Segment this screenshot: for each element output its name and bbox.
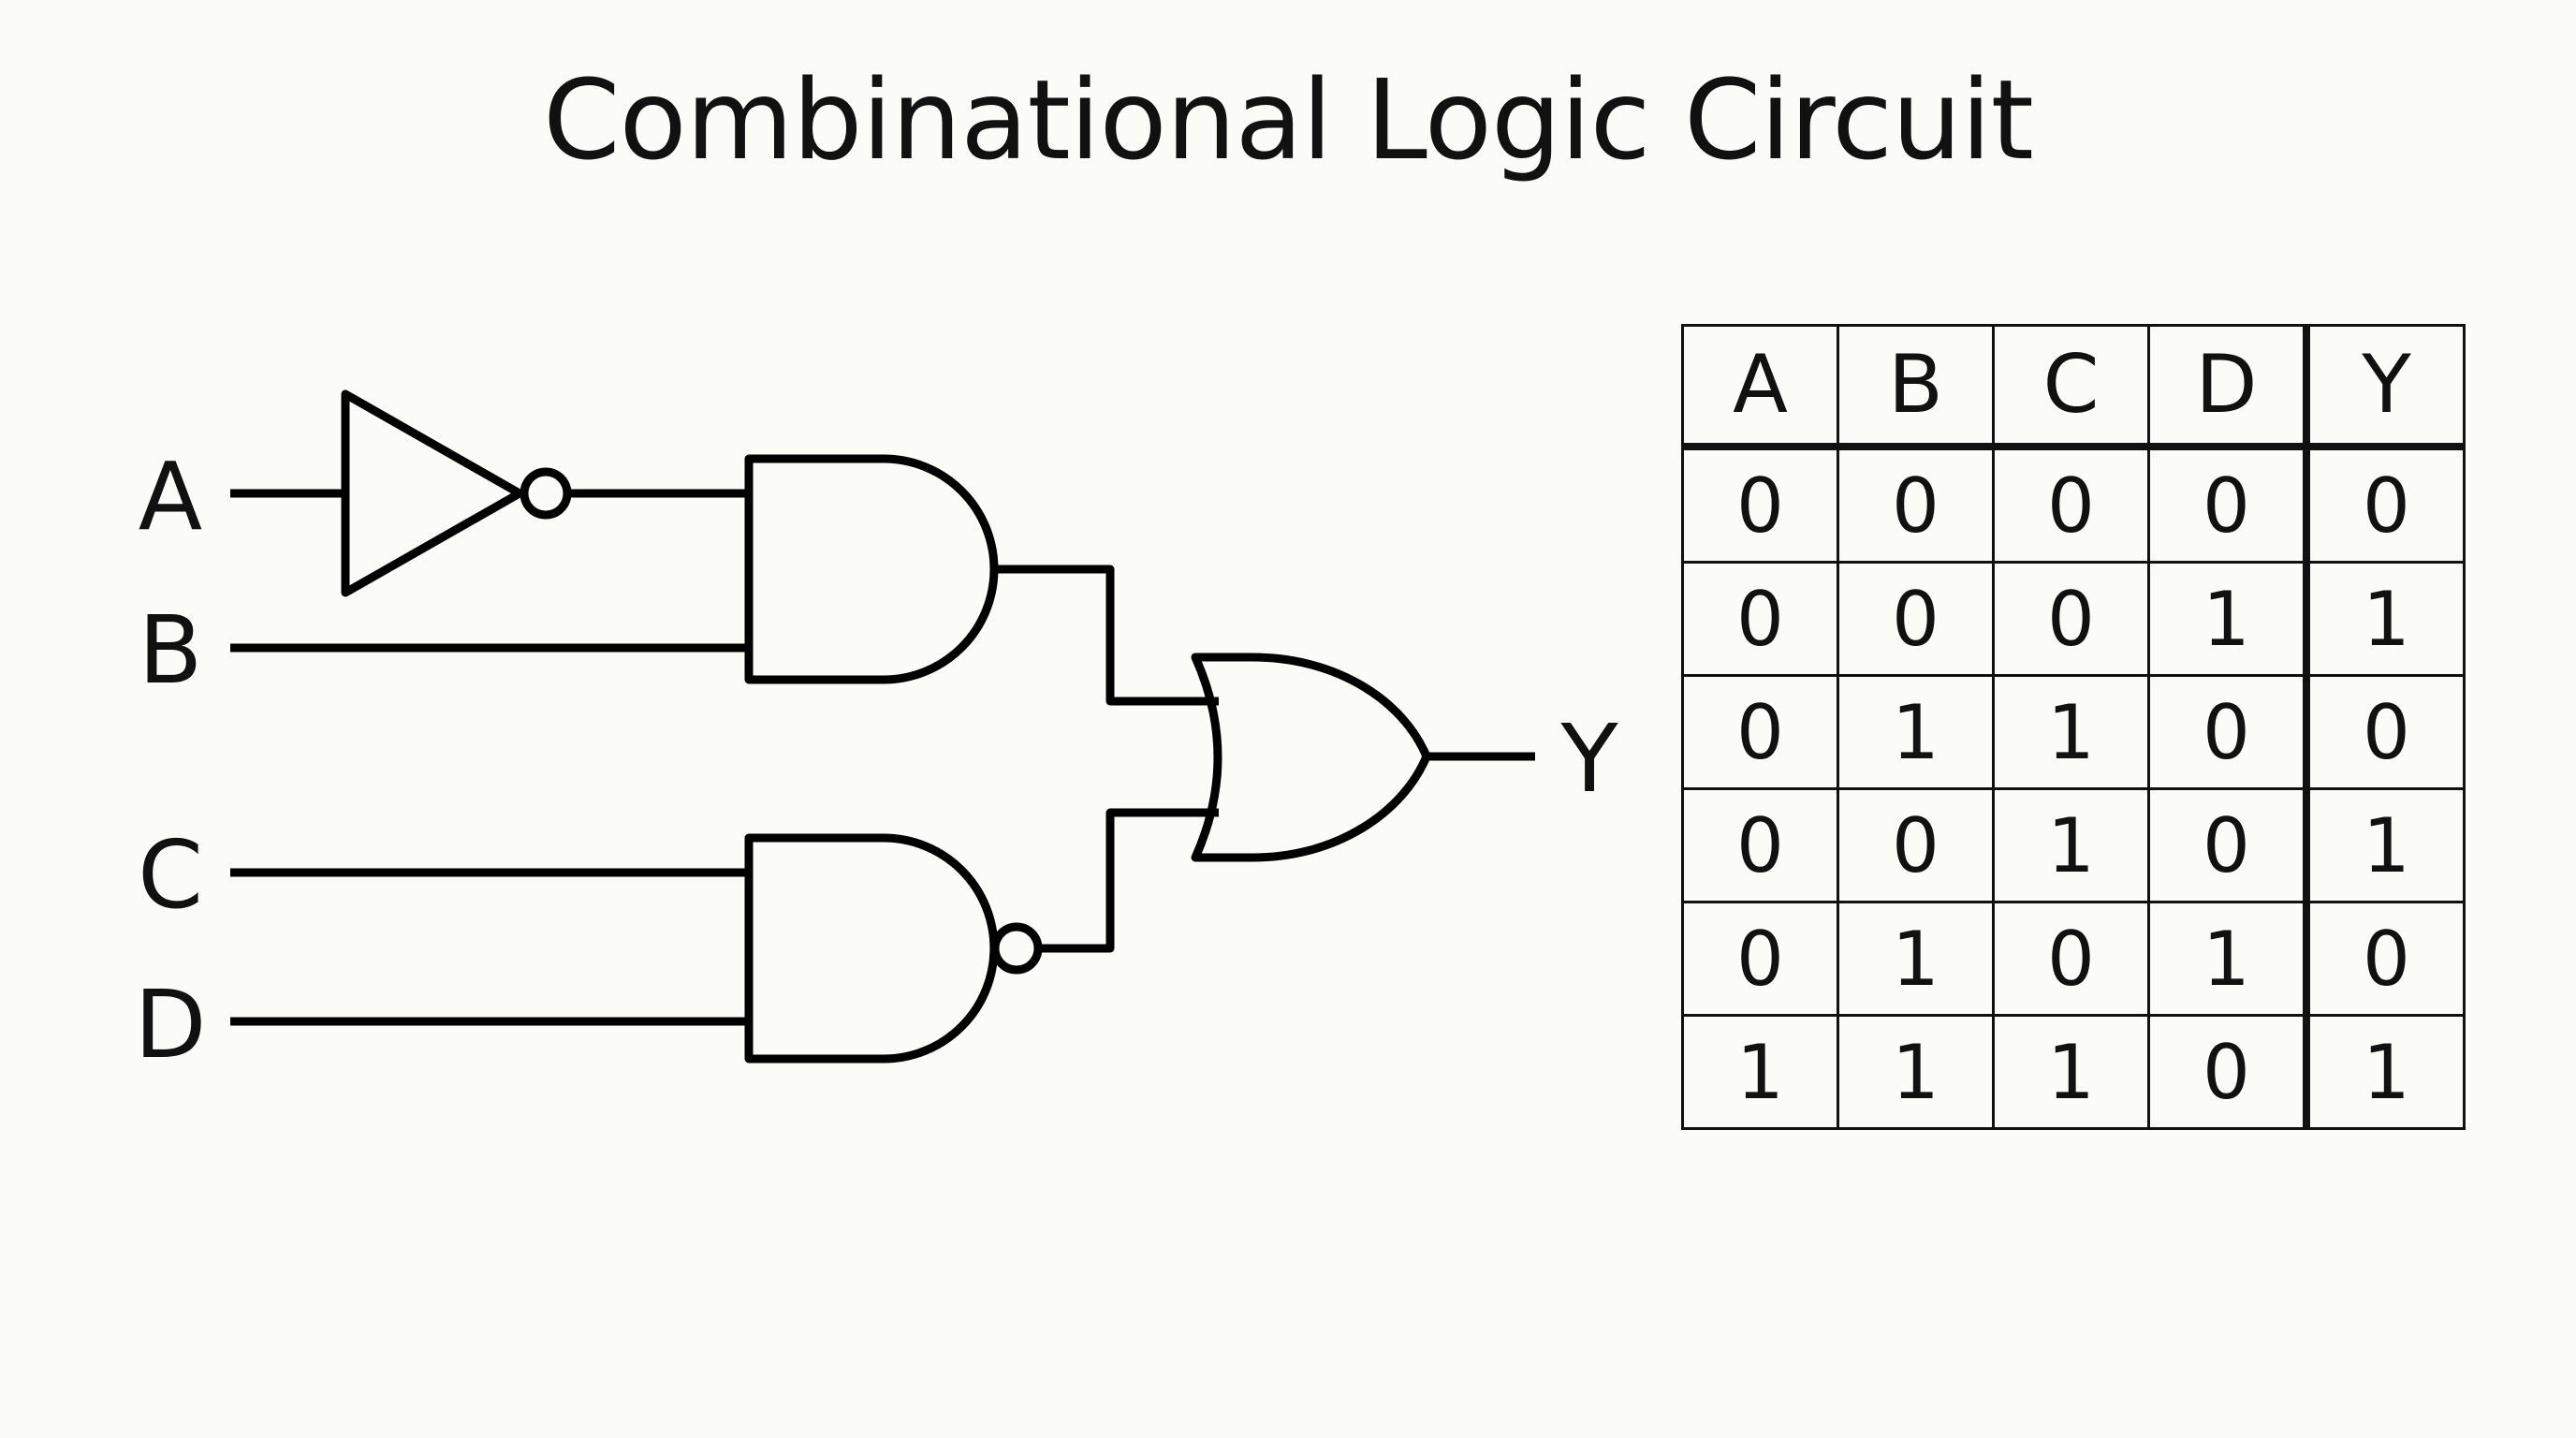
cell-a: 0 [1681,674,1839,790]
input-label-b: B [139,595,203,705]
truth-table: A B C D Y 0 0 0 0 0 0 0 0 1 1 [1681,324,2466,1130]
cell-d: 0 [2147,674,2308,790]
output-label-y: Y [1559,704,1618,814]
logic-circuit: A B C D Y [134,389,1618,1079]
input-label-c: C [138,820,203,930]
table-row: 1 1 1 0 1 [1681,1014,2466,1130]
cell-c: 0 [1992,445,2150,564]
header-y: Y [2303,324,2466,450]
cell-a: 0 [1681,561,1839,677]
cell-d: 1 [2147,561,2308,677]
page-title: Combinational Logic Circuit [543,55,2034,184]
cell-y: 1 [2303,787,2466,903]
nand-gate-symbol [744,833,999,1064]
truth-table-header-row: A B C D Y [1681,324,2466,450]
cell-d: 0 [2147,1014,2308,1130]
input-label-d: D [134,970,206,1079]
cell-c: 1 [1992,1014,2150,1130]
cell-c: 0 [1992,561,2150,677]
table-row: 0 0 0 0 0 [1681,445,2466,564]
cell-y: 0 [2303,674,2466,790]
header-c: C [1992,324,2150,450]
cell-b: 1 [1837,1014,1995,1130]
cell-c: 1 [1992,787,2150,903]
nand-gate-bubble [990,922,1043,975]
cell-b: 1 [1837,901,1995,1017]
table-row: 0 1 0 1 0 [1681,901,2466,1017]
cell-y: 0 [2303,445,2466,564]
cell-d: 0 [2147,787,2308,903]
table-row: 0 0 1 0 1 [1681,787,2466,903]
not-gate-bubble [520,467,572,520]
cell-y: 1 [2303,561,2466,677]
cell-a: 1 [1681,1014,1839,1130]
header-a: A [1681,324,1839,450]
cell-a: 0 [1681,787,1839,903]
cell-a: 0 [1681,901,1839,1017]
cell-y: 1 [2303,1014,2466,1130]
header-b: B [1837,324,1995,450]
input-label-a: A [139,442,202,551]
cell-b: 0 [1837,445,1995,564]
cell-b: 1 [1837,674,1995,790]
table-row: 0 0 0 1 1 [1681,561,2466,677]
wire-and-to-or [994,565,1219,706]
header-d: D [2147,324,2308,450]
cell-a: 0 [1681,445,1839,564]
cell-b: 0 [1837,561,1995,677]
cell-d: 1 [2147,901,2308,1017]
and-gate-symbol [744,454,999,684]
cell-d: 0 [2147,445,2308,564]
cell-b: 0 [1837,787,1995,903]
cell-y: 0 [2303,901,2466,1017]
not-gate-symbol [341,389,524,597]
table-row: 0 1 1 0 0 [1681,674,2466,790]
cell-c: 0 [1992,901,2150,1017]
or-gate-symbol [1191,653,1431,862]
wire-nand-to-or [1038,808,1219,953]
cell-c: 1 [1992,674,2150,790]
